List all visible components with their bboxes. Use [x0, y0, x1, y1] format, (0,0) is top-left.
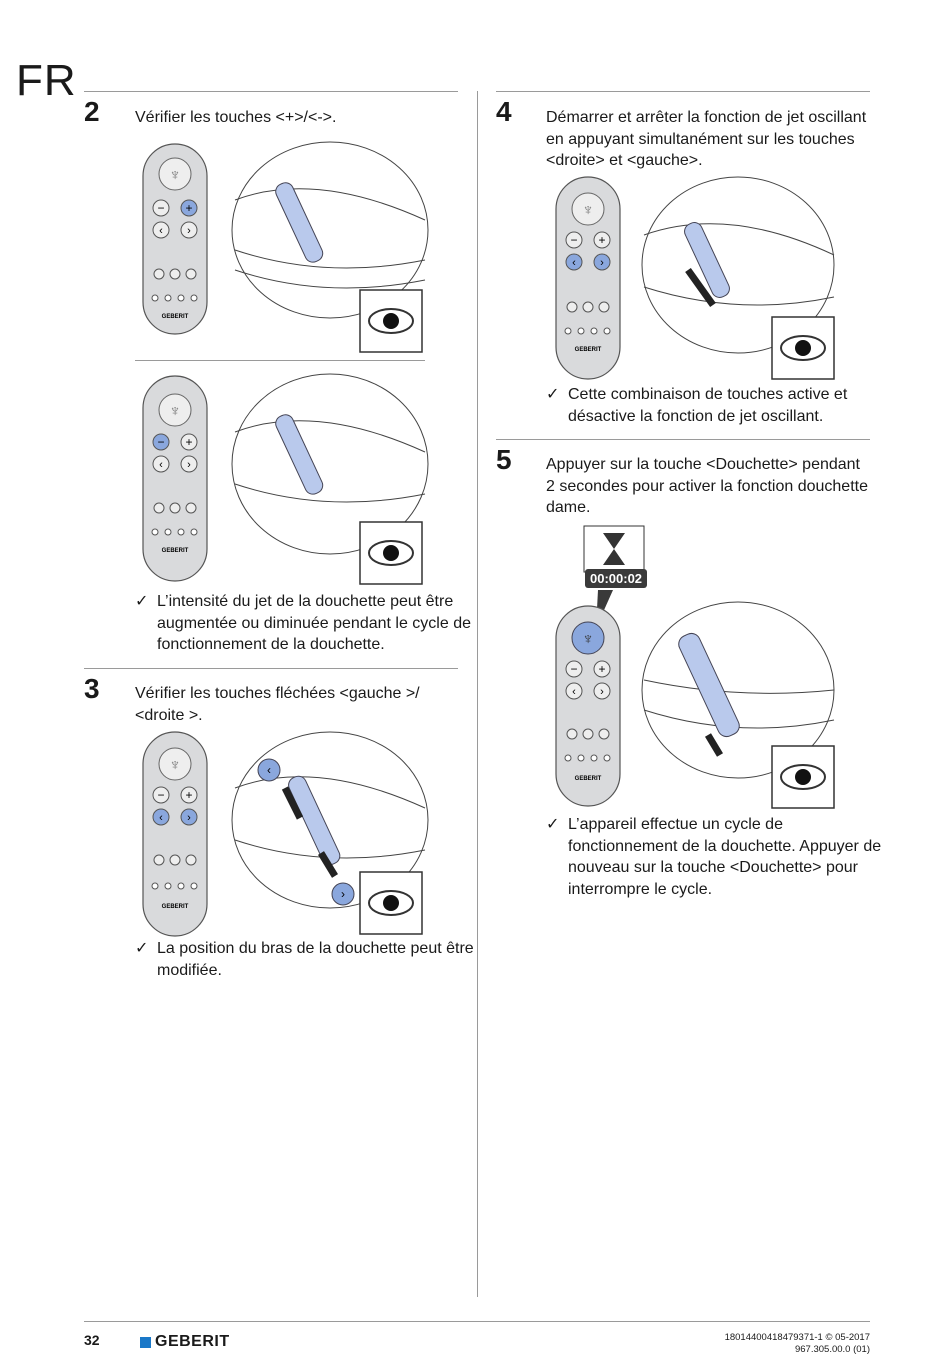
eye-icon-box	[359, 871, 423, 935]
illustration-lady-shower: ♆ − + ‹ › GEBERIT	[555, 590, 835, 809]
svg-text:‹: ‹	[267, 763, 271, 777]
svg-text:−: −	[570, 233, 577, 247]
svg-text:‹: ‹	[159, 459, 163, 471]
check-note: ✓ L’appareil effectue un cycle de foncti…	[546, 814, 893, 900]
svg-text:♆: ♆	[169, 403, 181, 420]
svg-text:♆: ♆	[169, 757, 181, 774]
checkmark-icon: ✓	[135, 940, 149, 957]
divider	[84, 91, 458, 92]
svg-text:♆: ♆	[582, 631, 594, 648]
svg-text:‹: ‹	[159, 225, 163, 237]
step-number: 2	[84, 96, 100, 127]
svg-text:›: ›	[187, 812, 191, 824]
remote-brand: GEBERIT	[162, 904, 189, 910]
remote-brand: GEBERIT	[162, 314, 189, 320]
svg-text:−: −	[157, 201, 164, 215]
svg-text:♆: ♆	[169, 167, 181, 184]
checkmark-icon: ✓	[546, 816, 560, 833]
checkmark-icon: ✓	[546, 386, 560, 403]
check-note-text: L’appareil effectue un cycle de fonction…	[568, 816, 882, 898]
toilet-bowl-drawing: ‹ ›	[231, 731, 429, 909]
timer-display: 00:00:02	[585, 569, 648, 588]
toilet-bowl-drawing	[641, 176, 835, 354]
hourglass-icon-box	[583, 525, 645, 573]
svg-text:−: −	[570, 662, 577, 676]
svg-text:+: +	[185, 788, 192, 802]
check-note: ✓ La position du bras de la douchette pe…	[135, 938, 477, 981]
remote-control: ♆ − + ‹ › GEBERIT	[555, 605, 621, 807]
check-note-text: L’intensité du jet de la douchette peut …	[157, 593, 471, 653]
doc-ref-line2: 967.305.00.0 (01)	[794, 1343, 870, 1355]
toilet-bowl-drawing	[231, 141, 429, 319]
remote-control: ♆ − + ‹ › GEBERIT	[142, 143, 208, 335]
svg-text:›: ›	[187, 225, 191, 237]
svg-text:−: −	[157, 788, 164, 802]
step-text: Vérifier les touches fléchées <gauche >/…	[135, 685, 420, 724]
step-text: Vérifier les touches <+>/<->.	[135, 109, 337, 126]
column-divider	[477, 91, 478, 1297]
step-text: Appuyer sur la touche <Douchette> pendan…	[546, 456, 868, 516]
eye-icon-box	[771, 316, 835, 380]
divider	[135, 360, 425, 361]
svg-text:‹: ‹	[159, 812, 163, 824]
step-number: 4	[496, 96, 512, 127]
svg-text:+: +	[598, 233, 605, 247]
doc-ref-line1: 18014400418479371-1 © 05-2017	[724, 1332, 870, 1343]
toilet-bowl-drawing	[231, 373, 429, 555]
svg-text:‹: ‹	[572, 257, 576, 269]
brand-name: GEBERIT	[155, 1333, 230, 1350]
remote-brand: GEBERIT	[162, 548, 189, 554]
svg-text:+: +	[598, 662, 605, 676]
eye-icon-box	[359, 289, 423, 353]
check-note-text: La position du bras de la douchette peut…	[157, 940, 474, 979]
svg-text:+: +	[185, 435, 192, 449]
illustration-minus-button: ♆ − + ‹ › GEBERIT	[142, 373, 429, 585]
remote-control: ♆ − + ‹ › GEBERIT	[142, 731, 208, 937]
svg-text:›: ›	[341, 887, 345, 901]
step-text: Démarrer et arrêter la fonction de jet o…	[546, 109, 867, 169]
divider	[496, 439, 870, 440]
check-note: ✓ Cette combinaison de touches active et…	[546, 384, 893, 427]
language-label: FR	[16, 56, 77, 105]
remote-control: ♆ − + ‹ › GEBERIT	[555, 176, 621, 380]
divider	[496, 91, 870, 92]
divider	[84, 668, 458, 669]
check-note: ✓ L’intensité du jet de la douchette peu…	[135, 591, 477, 656]
eye-icon-box	[771, 745, 835, 809]
svg-text:›: ›	[187, 459, 191, 471]
svg-text:♆: ♆	[582, 202, 594, 219]
illustration-oscillating-jet: ♆ − + ‹ › GEBERIT	[555, 176, 835, 380]
brand-logo: GEBERIT	[140, 1333, 230, 1351]
svg-text:+: +	[185, 201, 192, 215]
step-number: 3	[84, 673, 100, 704]
illustration-arrow-buttons: ♆ − + ‹ › GEBERIT ‹ ›	[142, 731, 429, 937]
svg-text:›: ›	[600, 257, 604, 269]
checkmark-icon: ✓	[135, 593, 149, 610]
footer-divider	[84, 1321, 870, 1322]
toilet-bowl-drawing	[641, 601, 835, 779]
eye-icon-box	[359, 521, 423, 585]
step-number: 5	[496, 444, 512, 475]
svg-text:‹: ‹	[572, 686, 576, 698]
brand-square-icon	[140, 1336, 151, 1348]
document-reference: 18014400418479371-1 © 05-2017 967.305.00…	[725, 1332, 870, 1355]
svg-text:›: ›	[600, 686, 604, 698]
svg-text:−: −	[157, 435, 164, 449]
remote-brand: GEBERIT	[575, 347, 602, 353]
page-number: 32	[84, 1332, 100, 1348]
remote-control: ♆ − + ‹ › GEBERIT	[142, 375, 208, 582]
remote-brand: GEBERIT	[575, 776, 602, 782]
illustration-plus-button: ♆ − + ‹ › GEBERIT	[142, 141, 429, 353]
check-note-text: Cette combinaison de touches active et d…	[568, 386, 848, 425]
